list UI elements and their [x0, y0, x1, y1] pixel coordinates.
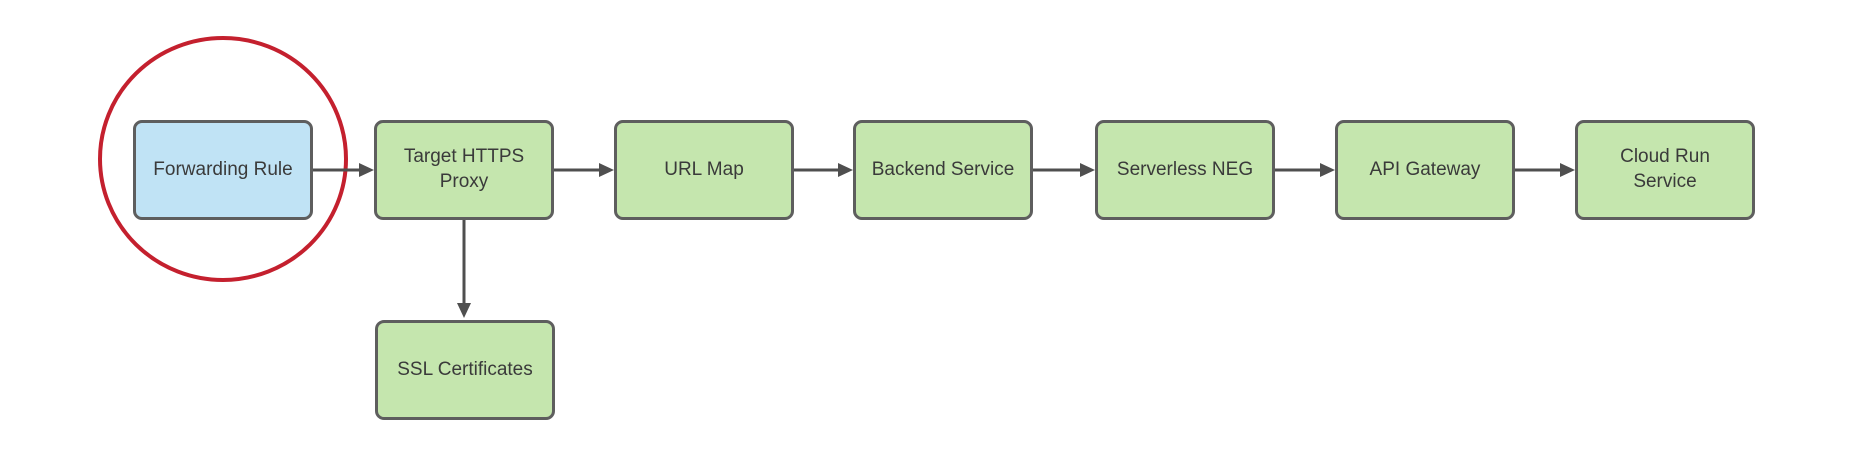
highlight-circle-icon: [98, 36, 348, 282]
arrow-target-https-proxy-to-url-map: [554, 163, 614, 177]
node-ssl-certificates: SSL Certificates: [375, 320, 555, 420]
node-api-gateway: API Gateway: [1335, 120, 1515, 220]
node-forwarding-rule: Forwarding Rule: [133, 120, 313, 220]
node-target-https-proxy: Target HTTPS Proxy: [374, 120, 554, 220]
node-cloud-run-service: Cloud Run Service: [1575, 120, 1755, 220]
node-serverless-neg: Serverless NEG: [1095, 120, 1275, 220]
arrow-forwarding-rule-to-target-https-proxy: [313, 163, 374, 177]
arrow-backend-service-to-serverless-neg: [1033, 163, 1095, 177]
arrow-api-gateway-to-cloud-run-service: [1515, 163, 1575, 177]
arrow-serverless-neg-to-api-gateway: [1275, 163, 1335, 177]
arrow-url-map-to-backend-service: [794, 163, 853, 177]
arrow-target-https-proxy-to-ssl-certificates: [457, 220, 471, 318]
node-url-map: URL Map: [614, 120, 794, 220]
node-backend-service: Backend Service: [853, 120, 1033, 220]
